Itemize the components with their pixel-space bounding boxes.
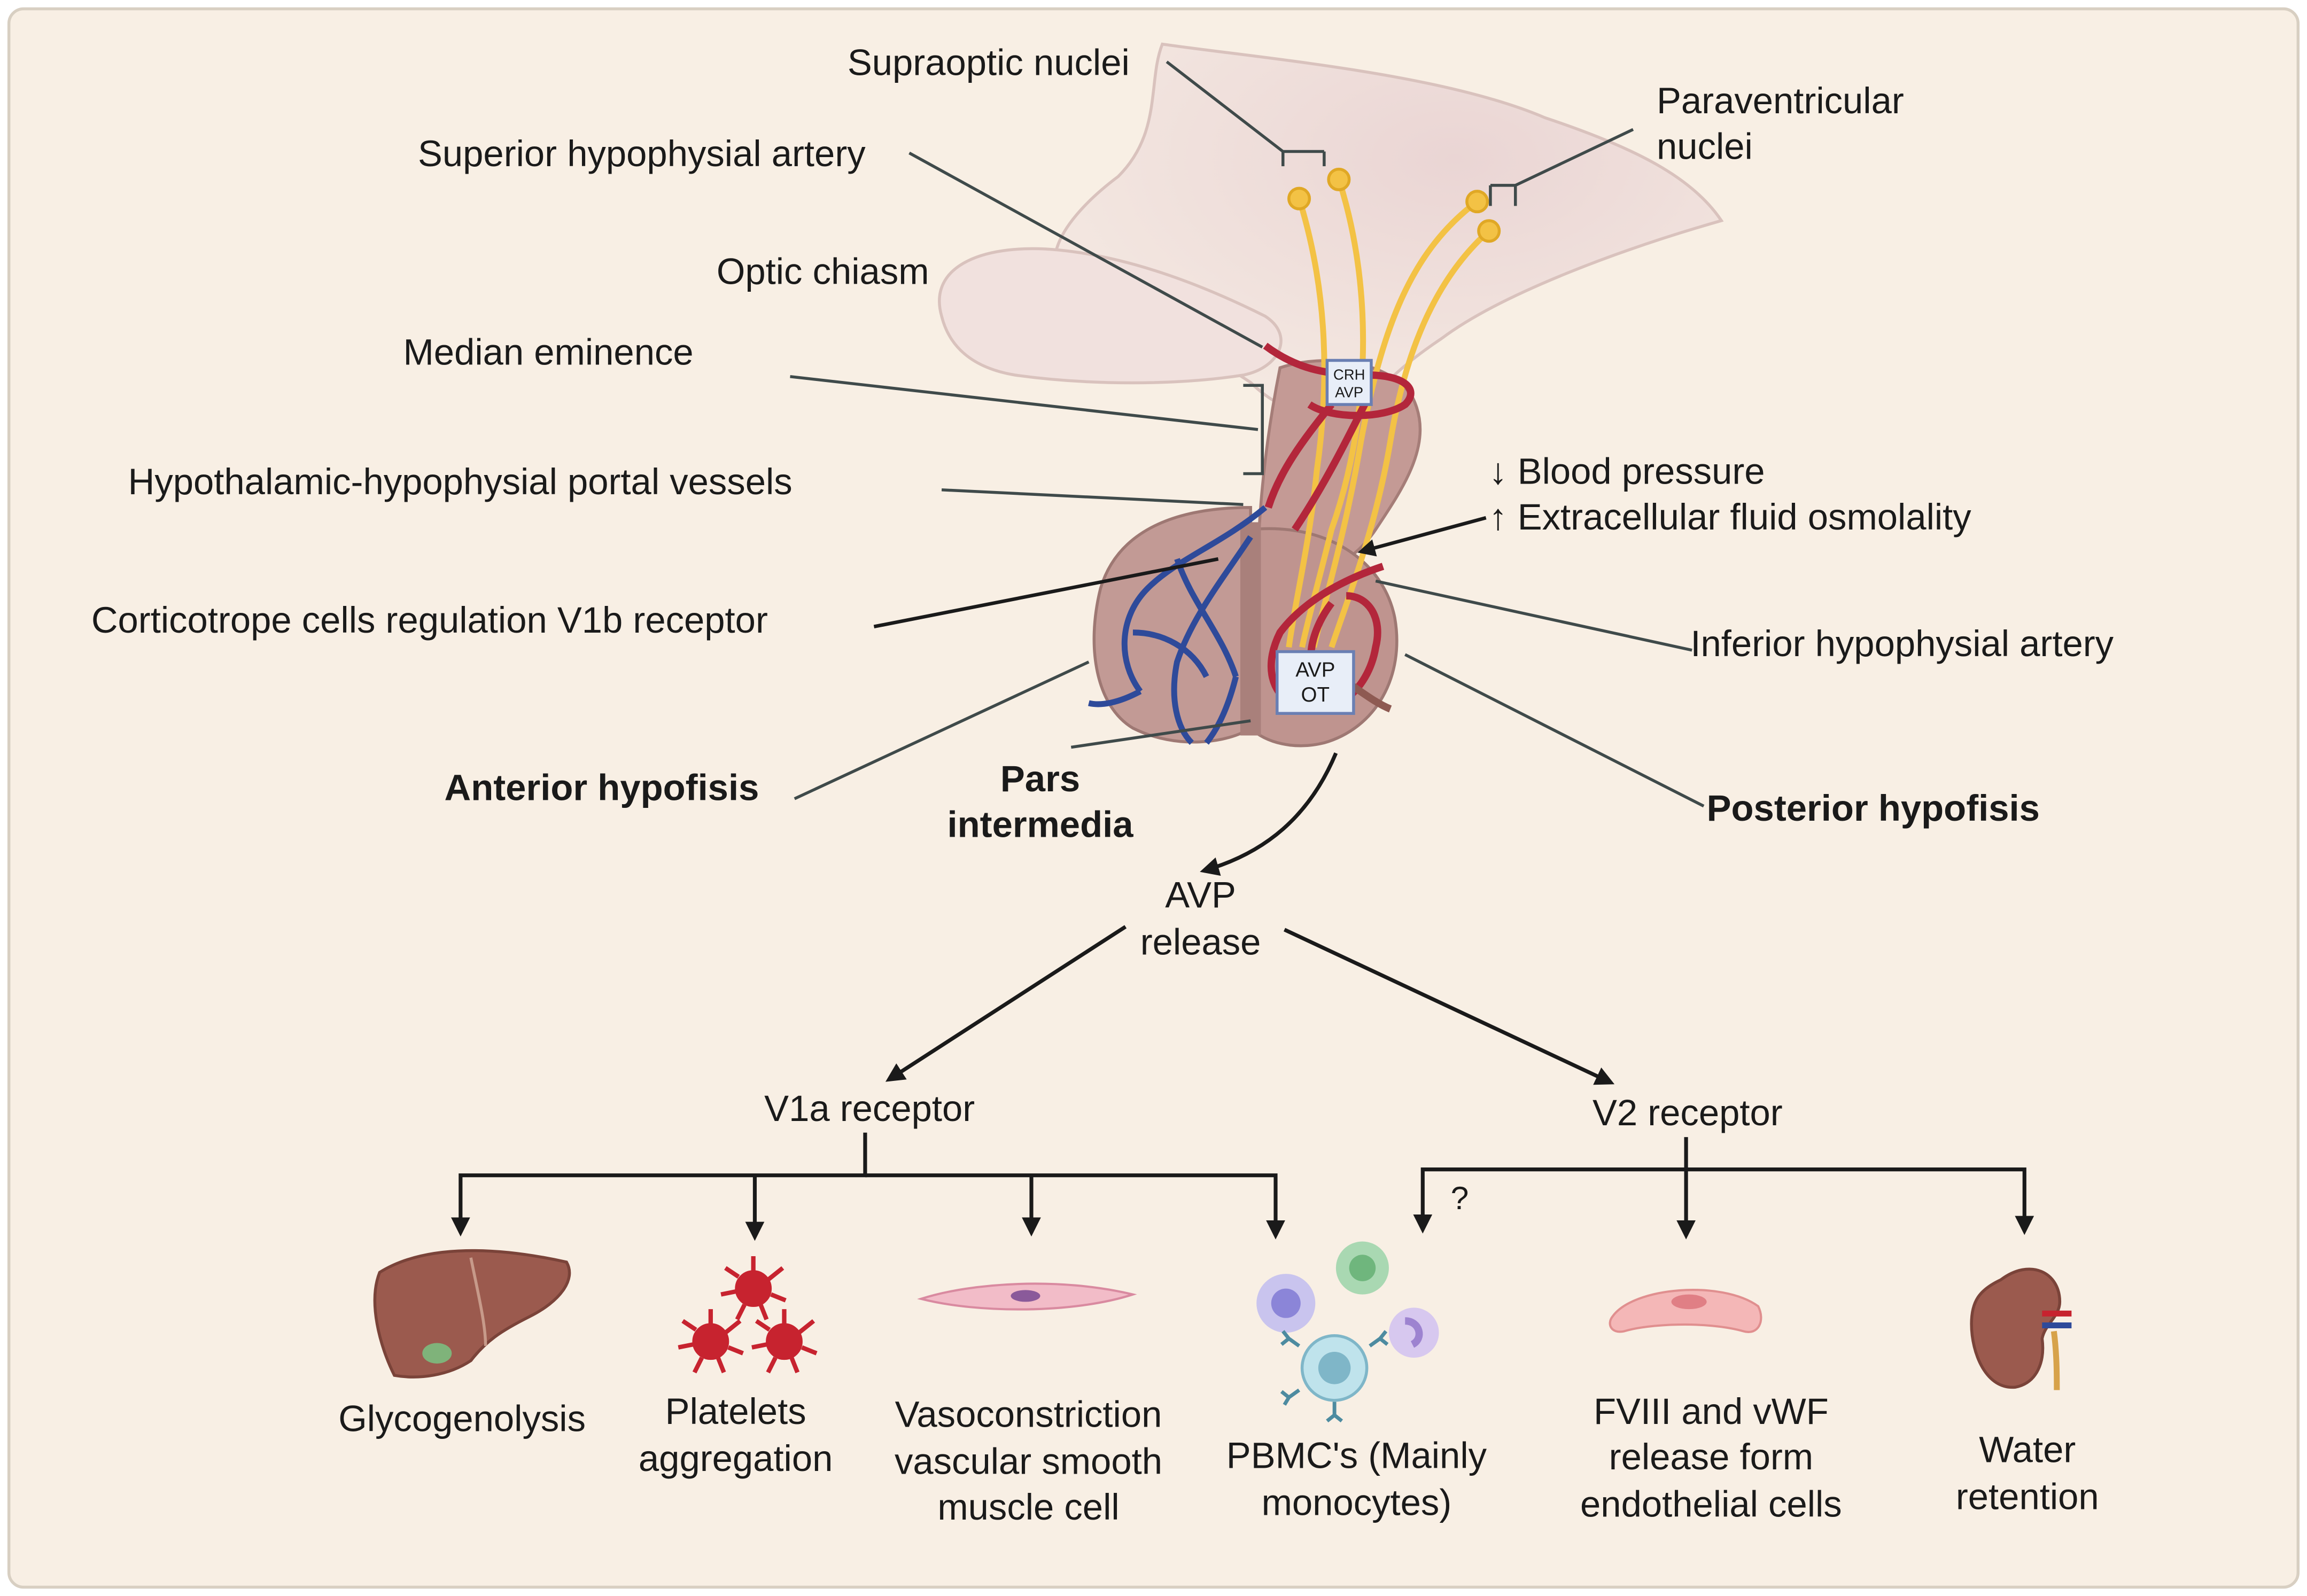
avp-release-line1: AVP [1165, 875, 1236, 916]
pbmc-cells-icon [1256, 1241, 1439, 1423]
effect-platelets-2: aggregation [639, 1438, 833, 1479]
effect-fviii-1: FVIII and vWF [1594, 1391, 1829, 1432]
effect-pbmc-1: PBMC's (Mainly [1226, 1435, 1487, 1476]
v1a-receptor-label: V1a receptor [764, 1088, 975, 1129]
stimulus-arrow [1357, 516, 1487, 557]
anatomy-labels: Supraoptic nuclei Paraventricular nuclei… [91, 42, 2114, 845]
effect-pbmc-2: monocytes) [1262, 1482, 1452, 1523]
label-posterior: Posterior hypofisis [1707, 788, 2040, 829]
effect-labels: Glycogenolysis Platelets aggregation Vas… [338, 1391, 2099, 1528]
figure-panel [7, 7, 2300, 1589]
label-median-eminence: Median eminence [403, 332, 693, 373]
label-paraventricular-1: Paraventricular [1657, 80, 1904, 121]
flow-arrows [450, 752, 2034, 1241]
effect-glycogenolysis: Glycogenolysis [338, 1398, 586, 1439]
svg-text:OT: OT [1301, 683, 1330, 706]
label-optic-chiasm: Optic chiasm [717, 251, 929, 292]
platelets-icon [678, 1256, 818, 1374]
effect-vaso-3: muscle cell [937, 1486, 1119, 1528]
crh-avp-box: CRH AVP [1325, 359, 1373, 406]
label-superior-artery: Superior hypophysial artery [418, 133, 866, 174]
effect-vaso-1: Vasoconstriction [895, 1393, 1162, 1435]
effect-water-2: retention [1956, 1476, 2099, 1517]
v2-receptor-label: V2 receptor [1593, 1092, 1783, 1133]
avp-release-line2: release [1140, 922, 1261, 963]
unknown-pathway-question: ? [1451, 1180, 1469, 1216]
label-paraventricular-2: nuclei [1657, 126, 1753, 167]
corticotrope-leader [873, 557, 1219, 629]
label-pars-2: intermedia [947, 804, 1134, 845]
label-pars-1: Pars [1000, 758, 1080, 799]
effect-platelets-1: Platelets [665, 1391, 806, 1432]
svg-text:CRH: CRH [1333, 366, 1365, 383]
label-corticotrope: Corticotrope cells regulation V1b recept… [91, 600, 768, 641]
pars-intermedia [1240, 522, 1261, 736]
label-stimulus-2: ↑ Extracellular fluid osmolality [1489, 496, 1971, 538]
hypothalamus-pituitary-illustration: CRH AVP AVP OT [938, 42, 1724, 748]
svg-text:AVP: AVP [1295, 658, 1335, 681]
label-stimulus-1: ↓ Blood pressure [1489, 451, 1765, 492]
label-anterior: Anterior hypofisis [445, 767, 759, 808]
effect-fviii-2: release form [1609, 1436, 1813, 1477]
liver-icon [373, 1249, 571, 1379]
kidney-icon [1970, 1267, 2072, 1390]
optic-chiasm-shape [938, 247, 1283, 385]
effect-fviii-3: endothelial cells [1580, 1483, 1842, 1524]
effect-vaso-2: vascular smooth [895, 1441, 1162, 1482]
endothelial-cell-icon [1609, 1289, 1762, 1333]
effect-water-1: Water [1979, 1429, 2076, 1470]
label-inferior-artery: Inferior hypophysial artery [1690, 623, 2114, 664]
leader-lines [790, 60, 1705, 808]
neuron-cell-bodies [1287, 167, 1501, 243]
portal-vessels [1088, 505, 1268, 745]
label-portal-vessels: Hypothalamic-hypophysial portal vessels [128, 461, 793, 502]
smooth-muscle-cell-icon [917, 1282, 1137, 1311]
avp-ot-box: AVP OT [1275, 650, 1355, 715]
svg-text:AVP: AVP [1335, 384, 1363, 400]
flow-labels: AVP release V1a receptor V2 receptor ? [764, 875, 1783, 1216]
label-supraoptic: Supraoptic nuclei [848, 42, 1130, 83]
